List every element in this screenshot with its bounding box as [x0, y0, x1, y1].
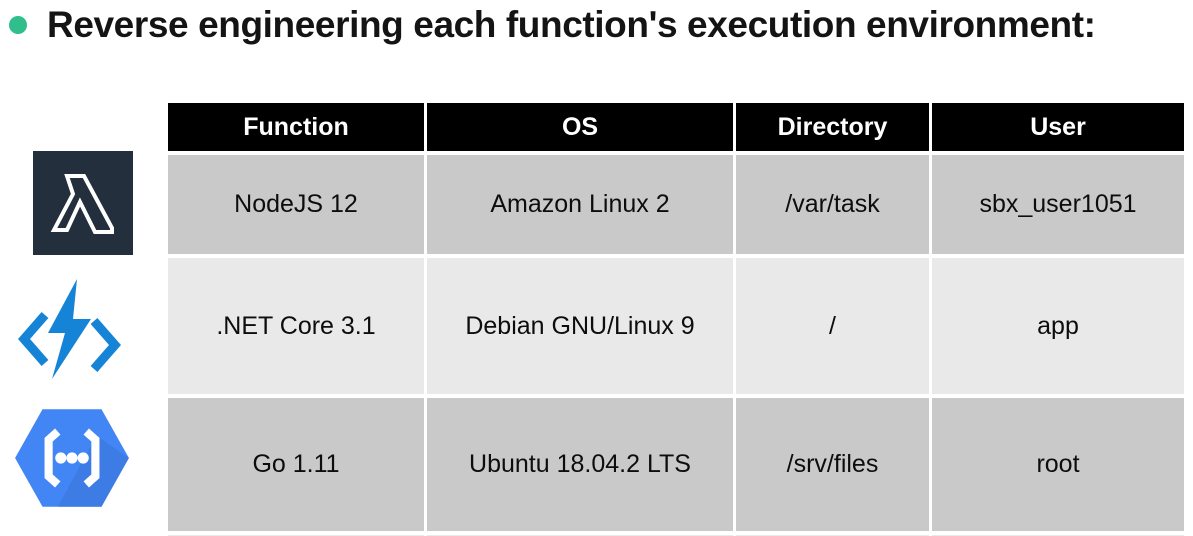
table-cell-os: Debian GNU/Linux 9 [427, 258, 733, 394]
slide-title-row: Reverse engineering each function's exec… [0, 0, 1193, 60]
azure-functions-icon [14, 276, 124, 382]
table-cell-function: NodeJS 12 [168, 155, 424, 254]
environment-table: Function OS Directory User NodeJS 12 Ama… [168, 103, 1184, 536]
table-cell-directory: / [736, 258, 929, 394]
table-cell-function: .NET Core 3.1 [168, 258, 424, 394]
slide-title: Reverse engineering each function's exec… [47, 4, 1096, 45]
gcp-cloud-functions-icon [11, 401, 133, 515]
table-cell-os: Ubuntu 18.04.2 LTS [427, 398, 733, 531]
column-header-function: Function [168, 103, 424, 151]
table-cell-directory: /srv/files [736, 398, 929, 531]
table-cell-os: Amazon Linux 2 [427, 155, 733, 254]
table-cell-directory: /var/task [736, 155, 929, 254]
bullet-dot [9, 16, 27, 34]
table-cell-function: Go 1.11 [168, 398, 424, 531]
table-cell-user: app [932, 258, 1184, 394]
aws-lambda-icon [33, 151, 133, 255]
column-header-os: OS [427, 103, 733, 151]
table-cell-user: root [932, 398, 1184, 531]
column-header-user: User [932, 103, 1184, 151]
column-header-directory: Directory [736, 103, 929, 151]
table-cell-user: sbx_user1051 [932, 155, 1184, 254]
